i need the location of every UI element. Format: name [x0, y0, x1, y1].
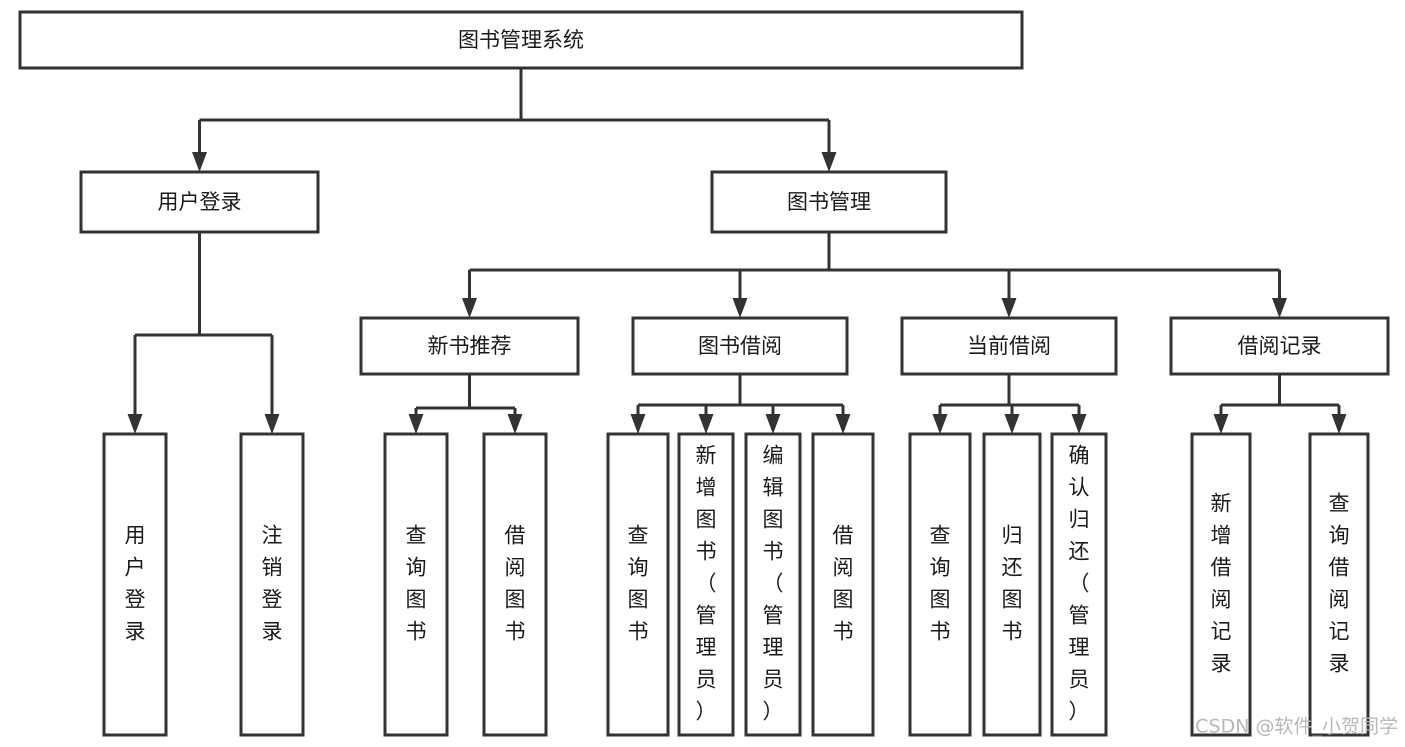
- node-label-leaf-add-book: 新增图书（管理员）: [696, 444, 717, 724]
- node-leaf-query-book-borrow[interactable]: 查询图书: [606, 432, 670, 737]
- node-label-book-management: 图书管理: [787, 190, 871, 214]
- node-box-leaf-add-book: [677, 432, 735, 737]
- node-label-leaf-logout: 注销登录: [262, 524, 283, 644]
- node-new-book-recommend[interactable]: 新书推荐: [359, 316, 580, 376]
- arrow-head-leaf-confirm-return: [1071, 414, 1087, 434]
- arrow-head-leaf-user-login: [127, 414, 143, 434]
- arrow-head-leaf-add-borrow-record: [1213, 414, 1229, 434]
- node-box-current-borrow: [900, 316, 1118, 376]
- node-label-new-book-recommend: 新书推荐: [428, 334, 512, 358]
- node-box-book-borrow: [631, 316, 849, 376]
- node-box-user-login: [79, 170, 320, 234]
- arrow-head-new-book-recommend: [462, 298, 477, 318]
- node-box-new-book-recommend: [359, 316, 580, 376]
- node-leaf-edit-book[interactable]: 编辑图书（管理员）: [744, 432, 802, 737]
- node-label-leaf-query-book-borrow: 查询图书: [628, 524, 649, 644]
- node-box-leaf-edit-book: [744, 432, 802, 737]
- node-label-leaf-borrow-book: 借阅图书: [833, 524, 854, 644]
- node-label-user-login: 用户登录: [158, 190, 242, 214]
- node-label-leaf-edit-book: 编辑图书（管理员）: [763, 444, 784, 724]
- node-label-leaf-return-book: 归还图书: [1002, 524, 1023, 644]
- node-label-leaf-borrow-book-recommend: 借阅图书: [505, 524, 526, 644]
- arrow-head-leaf-add-book: [698, 414, 714, 434]
- node-current-borrow[interactable]: 当前借阅: [900, 316, 1118, 376]
- node-book-borrow[interactable]: 图书借阅: [631, 316, 849, 376]
- node-box-leaf-query-book-recommend: [383, 432, 449, 737]
- node-box-root: [18, 10, 1024, 70]
- node-leaf-query-borrow-record[interactable]: 查询借阅记录: [1308, 432, 1370, 737]
- node-leaf-query-book-current[interactable]: 查询图书: [908, 432, 972, 737]
- node-box-leaf-query-borrow-record: [1308, 432, 1370, 737]
- node-leaf-logout[interactable]: 注销登录: [239, 432, 305, 737]
- node-box-leaf-borrow-book: [811, 432, 875, 737]
- arrow-head-leaf-borrow-book: [835, 414, 851, 434]
- arrow-head-current-borrow: [1001, 298, 1017, 318]
- csdn-watermark: CSDN @软件_小贺同学: [1195, 716, 1398, 738]
- node-box-leaf-user-login: [102, 432, 168, 737]
- arrow-head-leaf-query-borrow-record: [1331, 414, 1347, 434]
- node-leaf-add-borrow-record[interactable]: 新增借阅记录: [1190, 432, 1252, 737]
- arrow-head-leaf-query-book-borrow: [630, 414, 646, 434]
- node-label-leaf-user-login: 用户登录: [125, 524, 146, 644]
- node-box-leaf-return-book: [982, 432, 1042, 737]
- node-leaf-add-book[interactable]: 新增图书（管理员）: [677, 432, 735, 737]
- node-box-borrow-record: [1169, 316, 1390, 376]
- arrow-head-borrow-record: [1272, 298, 1287, 318]
- node-label-borrow-record: 借阅记录: [1238, 334, 1322, 358]
- node-label-book-borrow: 图书借阅: [698, 334, 782, 358]
- arrow-head-leaf-query-book-current: [932, 414, 948, 434]
- arrow-head-leaf-edit-book: [765, 414, 781, 434]
- node-user-login[interactable]: 用户登录: [79, 170, 320, 234]
- node-book-management[interactable]: 图书管理: [710, 170, 948, 234]
- node-box-leaf-logout: [239, 432, 305, 737]
- node-label-leaf-query-book-current: 查询图书: [930, 524, 951, 644]
- node-label-current-borrow: 当前借阅: [967, 334, 1051, 358]
- node-leaf-query-book-recommend[interactable]: 查询图书: [383, 432, 449, 737]
- node-leaf-confirm-return[interactable]: 确认归还（管理员）: [1050, 432, 1108, 737]
- node-label-leaf-query-borrow-record: 查询借阅记录: [1329, 492, 1350, 676]
- node-layer: 图书管理系统用户登录图书管理新书推荐图书借阅当前借阅借阅记录用户登录注销登录查询…: [18, 10, 1390, 737]
- node-leaf-return-book[interactable]: 归还图书: [982, 432, 1042, 737]
- node-leaf-user-login[interactable]: 用户登录: [102, 432, 168, 737]
- arrow-head-leaf-query-book-recommend: [408, 414, 424, 434]
- node-root[interactable]: 图书管理系统: [18, 10, 1024, 70]
- connector-layer: [127, 68, 1347, 434]
- node-borrow-record[interactable]: 借阅记录: [1169, 316, 1390, 376]
- arrow-head-leaf-return-book: [1004, 414, 1020, 434]
- arrow-head-leaf-borrow-book-recommend: [507, 414, 523, 434]
- arrow-head-user-login: [192, 152, 207, 172]
- node-box-leaf-query-book-borrow: [606, 432, 670, 737]
- node-box-leaf-confirm-return: [1050, 432, 1108, 737]
- arrow-head-book-borrow: [732, 298, 748, 318]
- node-leaf-borrow-book[interactable]: 借阅图书: [811, 432, 875, 737]
- node-box-book-management: [710, 170, 948, 234]
- node-box-leaf-add-borrow-record: [1190, 432, 1252, 737]
- node-label-leaf-add-borrow-record: 新增借阅记录: [1211, 492, 1232, 676]
- node-label-root: 图书管理系统: [458, 28, 584, 52]
- arrow-head-leaf-logout: [264, 414, 280, 434]
- node-box-leaf-query-book-current: [908, 432, 972, 737]
- node-box-leaf-borrow-book-recommend: [482, 432, 548, 737]
- node-label-leaf-query-book-recommend: 查询图书: [406, 524, 427, 644]
- node-label-leaf-confirm-return: 确认归还（管理员）: [1069, 444, 1090, 724]
- arrow-head-book-management: [821, 152, 837, 172]
- node-leaf-borrow-book-recommend[interactable]: 借阅图书: [482, 432, 548, 737]
